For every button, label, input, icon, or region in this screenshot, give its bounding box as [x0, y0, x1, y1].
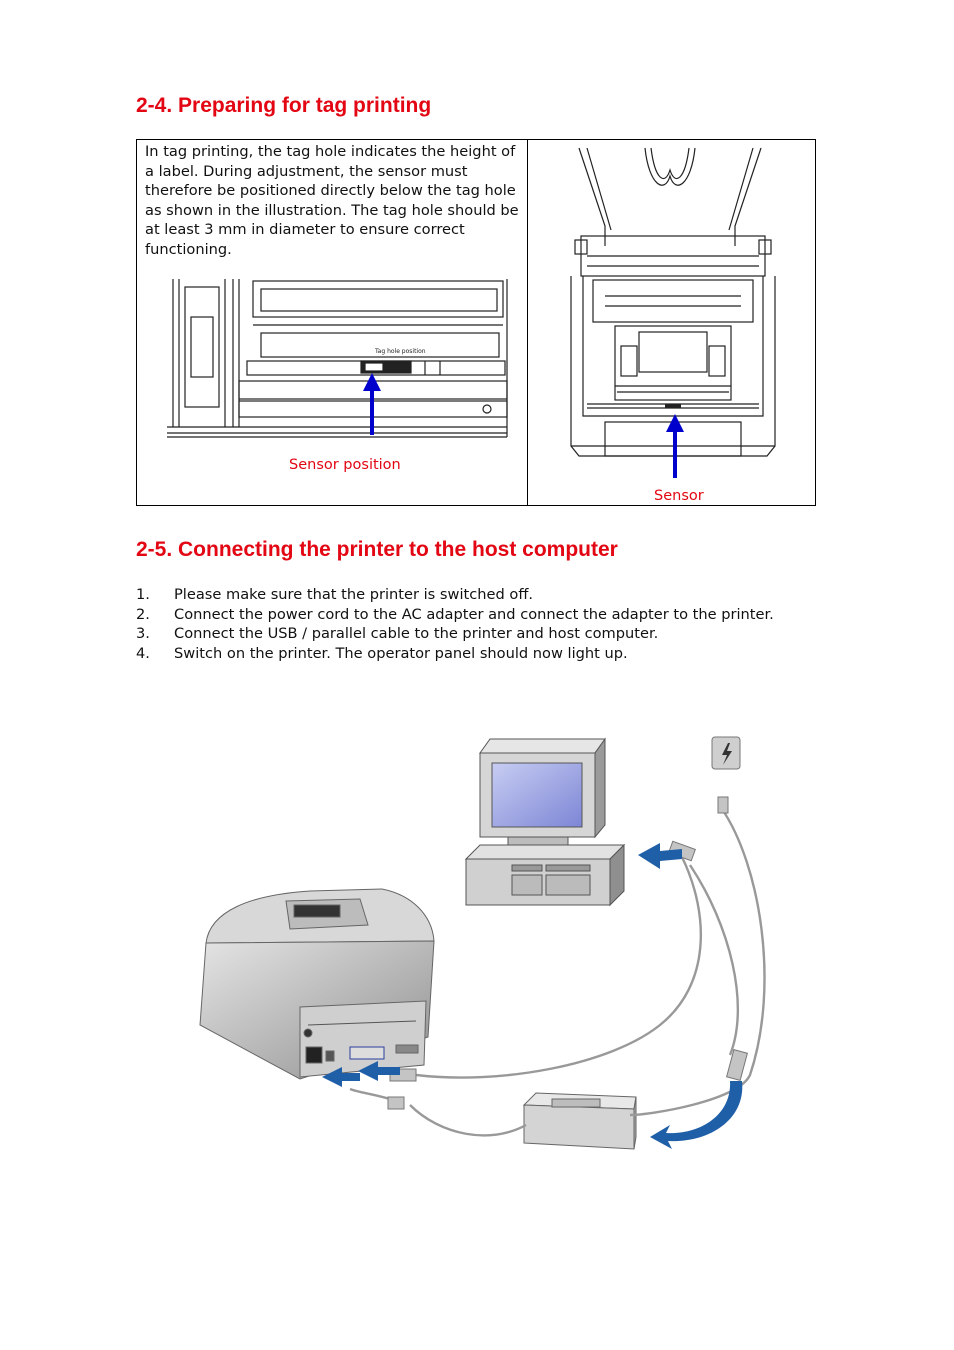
tag-hole-label: Tag hole position	[374, 348, 426, 355]
sensor-caption: Sensor	[654, 488, 704, 504]
list-item: 1.Please make sure that the printer is s…	[136, 586, 534, 603]
tag-printing-paragraph: In tag printing, the tag hole indicates …	[145, 143, 519, 258]
connection-steps-list: 1.Please make sure that the printer is s…	[136, 585, 796, 663]
list-item: 2.Connect the power cord to the AC adapt…	[136, 605, 774, 623]
section-heading-tag-printing: 2-4. Preparing for tag printing	[136, 94, 432, 117]
connection-diagram	[199, 736, 766, 1150]
tag-printing-table: In tag printing, the tag hole indicates …	[136, 139, 816, 506]
list-item: 4.Switch on the printer. The operator pa…	[136, 644, 628, 662]
table-divider	[527, 140, 528, 505]
section-heading-connecting: 2-5. Connecting the printer to the host …	[136, 538, 618, 561]
power-outlet-icon	[711, 736, 741, 770]
ac-adapter-illustration	[522, 1092, 637, 1150]
tag-hole-illustration: Tag hole position	[167, 279, 508, 438]
list-item: 3.Connect the USB / parallel cable to th…	[136, 625, 659, 643]
sensor-illustration	[570, 147, 776, 478]
printer-illustration	[199, 888, 435, 1080]
computer-illustration	[464, 737, 626, 907]
sensor-position-caption: Sensor position	[289, 457, 401, 473]
